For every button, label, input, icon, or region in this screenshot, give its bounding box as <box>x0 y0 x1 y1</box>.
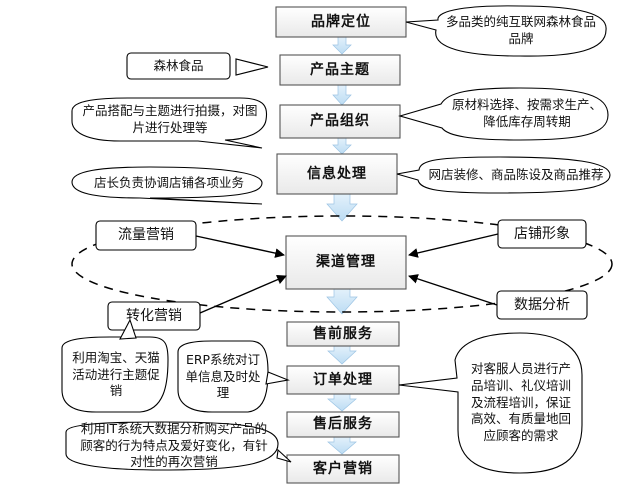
note-info-right: 网店装修、商品陈设及商品推荐 <box>428 166 604 182</box>
note-traffic: 流量营销 <box>118 227 174 244</box>
note-theme: 森林食品 <box>153 57 204 73</box>
callouts <box>61 5 611 474</box>
flow-info-label: 信息处理 <box>307 165 367 182</box>
flow-channel-label: 渠道管理 <box>316 254 376 271</box>
note-service: 对客服人员进行产品培训、礼仪培训及流程培训，保证高效、有质量地回应顾客的需求 <box>470 360 571 444</box>
note-organize-right: 原材料选择、按需求生产、降低库存周转期 <box>452 97 603 129</box>
note-conversion: 转化营销 <box>126 307 182 324</box>
flow-boxes <box>275 6 407 484</box>
channel-connectors <box>195 233 499 314</box>
flow-brand-label: 品牌定位 <box>311 13 371 30</box>
flow-order-label: 订单处理 <box>313 371 373 388</box>
note-data: 数据分析 <box>514 296 570 313</box>
note-bigdata: 利用IT系统大数据分析购买产品的顾客的行为特点及爱好变化，有针对性的再次营销 <box>80 420 268 470</box>
flow-organize-label: 产品组织 <box>310 113 370 130</box>
note-promo: 利用淘宝、天猫活动进行主题促销 <box>72 349 160 399</box>
flow-aftersale-label: 售后服务 <box>313 416 373 433</box>
flow-marketing-label: 客户营销 <box>313 460 373 477</box>
note-brand: 多品类的纯互联网森林食品品牌 <box>446 14 597 46</box>
channel-dashed-ellipse <box>71 215 613 313</box>
note-image: 店铺形象 <box>514 225 570 242</box>
flow-theme-label: 产品主题 <box>310 61 370 78</box>
note-info-left: 店长负责协调店铺各项业务 <box>93 174 244 190</box>
note-organize-left: 产品搭配与主题进行拍摄，对图片进行处理等 <box>82 103 258 135</box>
note-erp: ERP系统对订单信息及时处理 <box>185 351 261 401</box>
flow-arrows <box>326 36 358 455</box>
flow-presale-label: 售前服务 <box>313 325 373 342</box>
